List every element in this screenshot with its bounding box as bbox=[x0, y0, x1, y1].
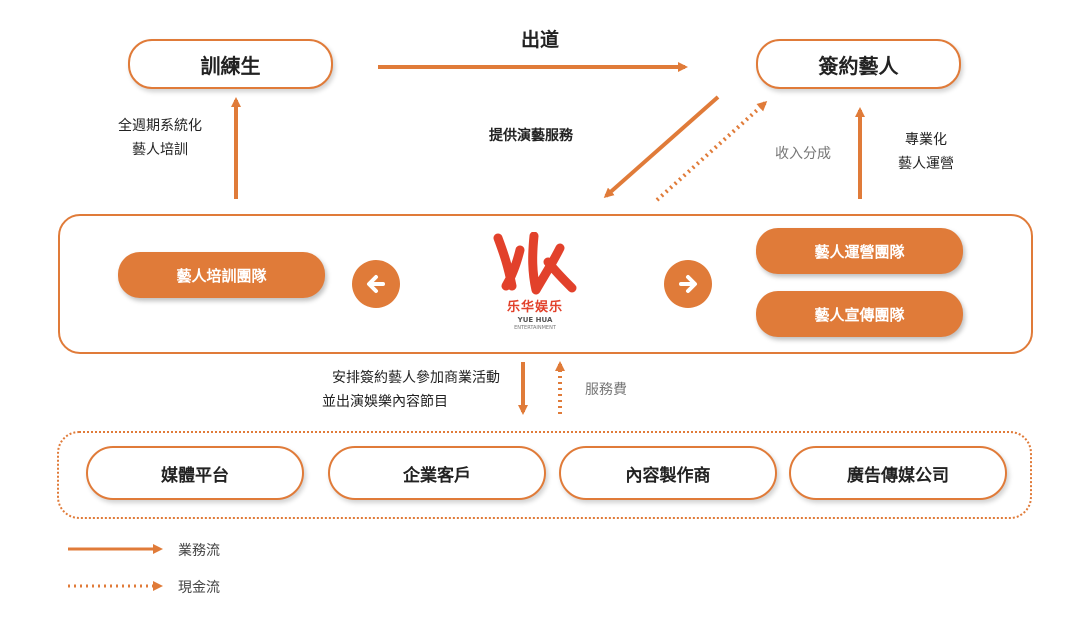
left-arrow-circle bbox=[352, 260, 400, 308]
publicity-team-box: 藝人宣傳團隊 bbox=[756, 291, 963, 337]
logo-text-en-small: ENTERTAINMENT bbox=[514, 325, 556, 331]
client-enterprise: 企業客戶 bbox=[328, 446, 546, 500]
professional-management-label: 專業化 藝人運營 bbox=[876, 128, 976, 176]
arrange-activities-line2: 並出演娛樂內容節目 bbox=[322, 394, 448, 410]
client-content-producer: 內容製作商 bbox=[559, 446, 777, 500]
trainee-label: 訓練生 bbox=[200, 53, 261, 78]
revenue-share-label: 收入分成 bbox=[775, 146, 831, 162]
full-cycle-training-line1: 全週期系統化 bbox=[118, 118, 202, 134]
arrange-activities-line1: 安排簽約藝人參加商業活動 bbox=[332, 370, 500, 386]
professional-management-line1: 專業化 bbox=[905, 132, 947, 148]
client-advertising-media: 廣告傳媒公司 bbox=[789, 446, 1007, 500]
service-fee-label: 服務費 bbox=[585, 382, 627, 398]
debut-label: 出道 bbox=[520, 29, 559, 51]
logo-text-cn: 乐华娱乐 bbox=[506, 300, 563, 315]
services-arrow bbox=[603, 95, 720, 198]
logo-text-en: YUE HUA bbox=[517, 316, 553, 324]
yuehua-logo-icon bbox=[493, 231, 577, 295]
full-cycle-training-label: 全週期系統化 藝人培訓 bbox=[100, 114, 220, 162]
client-media-platform-label: 媒體平台 bbox=[161, 465, 229, 486]
training-team-label: 藝人培訓團隊 bbox=[176, 266, 267, 285]
revenue-share-arrow bbox=[655, 100, 768, 202]
client-advertising-media-label: 廣告傳媒公司 bbox=[847, 465, 949, 486]
trainee-node: 訓練生 bbox=[128, 39, 333, 89]
yuehua-logo: 乐华娱乐 YUE HUA ENTERTAINMENT bbox=[490, 231, 580, 344]
arrow-left-icon bbox=[367, 275, 385, 293]
operation-team-box: 藝人運營團隊 bbox=[756, 228, 963, 274]
signed-artist-label: 簽約藝人 bbox=[818, 53, 899, 78]
arrange-activities-label: 安排簽約藝人參加商業活動 並出演娛樂內容節目 bbox=[250, 366, 500, 414]
operation-team-label: 藝人運營團隊 bbox=[814, 242, 905, 261]
signed-artist-node: 簽約藝人 bbox=[756, 39, 961, 89]
training-team-box: 藝人培訓團隊 bbox=[118, 252, 325, 298]
legend-cash-flow: 現金流 bbox=[178, 580, 220, 596]
publicity-team-label: 藝人宣傳團隊 bbox=[814, 305, 905, 324]
right-arrow-circle bbox=[664, 260, 712, 308]
clients-panel bbox=[57, 431, 1032, 519]
client-enterprise-label: 企業客戶 bbox=[403, 465, 471, 486]
arrow-right-icon bbox=[679, 275, 697, 293]
professional-management-line2: 藝人運營 bbox=[898, 156, 954, 172]
client-media-platform: 媒體平台 bbox=[86, 446, 304, 500]
client-content-producer-label: 內容製作商 bbox=[625, 465, 711, 486]
provide-services-label: 提供演藝服務 bbox=[489, 128, 573, 144]
full-cycle-training-line2: 藝人培訓 bbox=[132, 142, 188, 158]
legend-business-flow: 業務流 bbox=[178, 543, 220, 559]
